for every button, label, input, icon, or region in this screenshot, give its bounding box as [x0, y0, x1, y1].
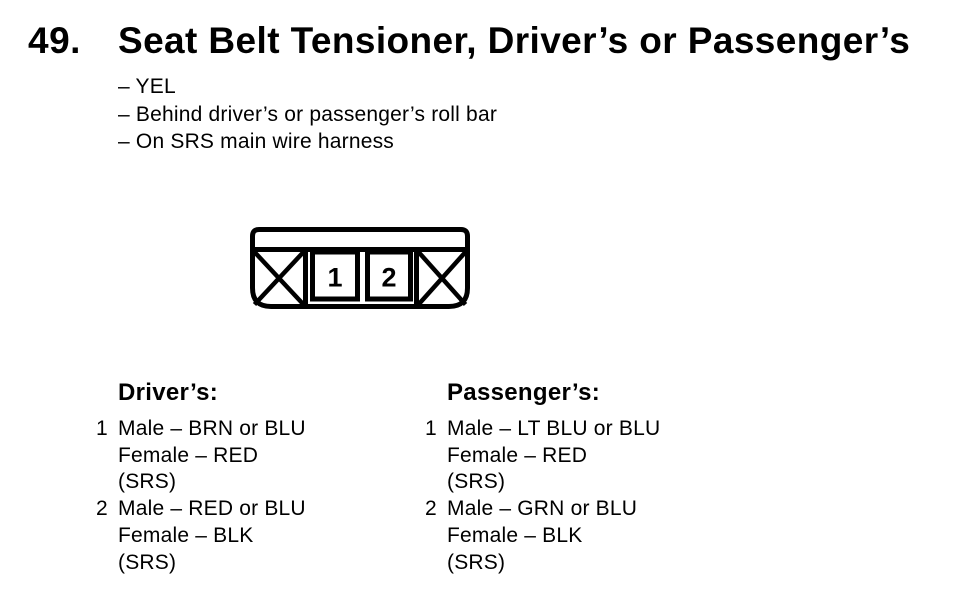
pin-1-label: 1	[327, 263, 342, 293]
pin-number: 1	[425, 417, 437, 440]
wire-spec-line: Female – RED	[447, 443, 588, 467]
wire-spec-line: Female – BLK	[447, 523, 583, 547]
wire-spec-line: Male – BRN or BLU	[118, 417, 306, 440]
blocked-cavity-x-icon	[416, 250, 468, 307]
pin-2-cavity	[365, 249, 413, 302]
pin-number: 2	[96, 497, 108, 521]
wire-spec-line: Female – BLK	[118, 523, 254, 547]
wire-spec-line: (SRS)	[118, 550, 177, 574]
attribute-bullet: – YEL	[118, 75, 176, 98]
wire-spec-line: Male – RED or BLU	[118, 497, 306, 521]
wire-spec: Male – LT BLU or BLU Female – RED (SRS)	[447, 416, 740, 496]
page-title: Seat Belt Tensioner, Driver’s or Passeng…	[118, 20, 911, 61]
passenger-column: Passenger’s: 1 Male – LT BLU or BLU Fema…	[425, 378, 740, 576]
attribute-bullet: – Behind driver’s or passenger’s roll ba…	[118, 102, 498, 126]
pin-entry: 1 Male – BRN or BLU Female – RED (SRS)	[96, 416, 411, 496]
wire-spec: Male – RED or BLU Female – BLK (SRS)	[118, 496, 411, 576]
blocked-cavity-x-icon	[252, 250, 306, 307]
wire-spec-line: Female – RED	[118, 443, 259, 467]
wire-spec-line: (SRS)	[447, 470, 506, 494]
passenger-heading: Passenger’s:	[447, 379, 601, 406]
wire-spec: Male – BRN or BLU Female – RED (SRS)	[118, 416, 411, 496]
attribute-bullet: – On SRS main wire harness	[118, 130, 394, 153]
connector-housing-outline	[250, 227, 470, 309]
section-heading: 49. Seat Belt Tensioner, Driver’s or Pas…	[28, 21, 910, 61]
pin-entry: 2 Male – RED or BLU Female – BLK (SRS)	[96, 496, 411, 576]
wire-spec-line: Male – LT BLU or BLU	[447, 417, 661, 440]
driver-heading: Driver’s:	[118, 379, 219, 406]
item-number: 49.	[28, 20, 81, 61]
wire-spec-line: (SRS)	[118, 470, 177, 494]
pin-number: 1	[96, 417, 108, 440]
pin-entry: 1 Male – LT BLU or BLU Female – RED (SRS…	[425, 416, 740, 496]
wire-spec-line: Male – GRN or BLU	[447, 497, 638, 521]
pin-entry: 2 Male – GRN or BLU Female – BLK (SRS)	[425, 496, 740, 576]
pin-2-label: 2	[381, 263, 396, 293]
attribute-list: – YEL – Behind driver’s or passenger’s r…	[118, 73, 497, 156]
driver-column: Driver’s: 1 Male – BRN or BLU Female – R…	[96, 378, 411, 576]
pin-number: 2	[425, 497, 437, 521]
pin-1-cavity	[310, 249, 360, 302]
wire-spec: Male – GRN or BLU Female – BLK (SRS)	[447, 496, 740, 576]
connector-diagram: 1 2	[250, 227, 470, 309]
wire-spec-line: (SRS)	[447, 550, 506, 574]
